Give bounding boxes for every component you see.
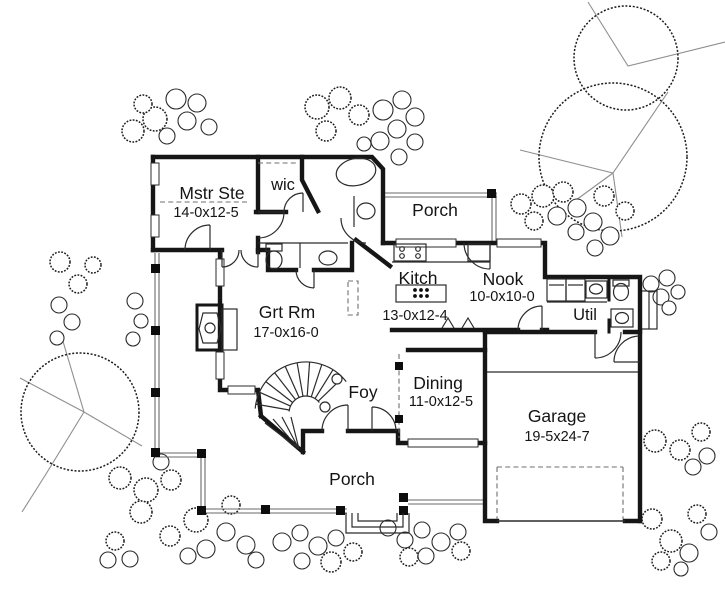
label-wic: wic [270,176,295,194]
dims-grt-rm: 17-0x16-0 [253,325,318,341]
bush-cluster-bottom-center [272,519,471,573]
ceiling-break-lines [160,162,298,203]
garage-details [487,371,638,519]
label-grt-rm: Grt Rm [259,302,315,322]
tree-icon [20,352,140,472]
windows [150,162,542,448]
label-util: Util [573,306,597,324]
bush-cluster-bottom-left [99,453,265,569]
bush-cluster-top-left [121,88,218,145]
bush-cluster-top-center [304,86,425,166]
label-foy: Foy [348,382,377,402]
bath-fixtures [265,157,377,270]
dims-nook: 10-0x10-0 [469,289,534,305]
dims-mstr-ste: 14-0x12-5 [173,205,238,221]
bush-cluster-right-of-util [642,269,686,316]
label-porch-top: Porch [412,200,458,220]
curved-stair [254,361,347,450]
label-kitch: Kitch [399,268,438,288]
exterior-walls [150,154,643,524]
room-labels: Mstr Ste 14-0x12-5 wic Porch Kitch 13-0x… [173,176,597,489]
front-steps [345,513,410,534]
dims-kitch: 13-0x12-4 [382,308,447,324]
porch-edge-lines [154,192,497,514]
label-porch-bottom: Porch [329,469,375,489]
dims-dining: 11-0x12-5 [409,394,473,410]
label-mstr-ste: Mstr Ste [179,183,244,203]
kitchen-fixtures [347,243,491,329]
tree-icon [573,5,679,111]
porch-posts [151,189,496,515]
bush-cluster-left [49,251,149,347]
fireplace [195,303,238,352]
label-nook: Nook [483,269,524,289]
label-dining: Dining [413,373,463,393]
dims-garage: 19-5x24-7 [524,429,589,445]
dining-colonnade [395,354,403,438]
label-garage: Garage [528,406,586,426]
bush-cluster-right-of-porch [510,181,635,257]
bush-cluster-bottom-right [641,422,718,577]
utility-fixtures [546,278,634,328]
tree-branches [19,1,725,513]
